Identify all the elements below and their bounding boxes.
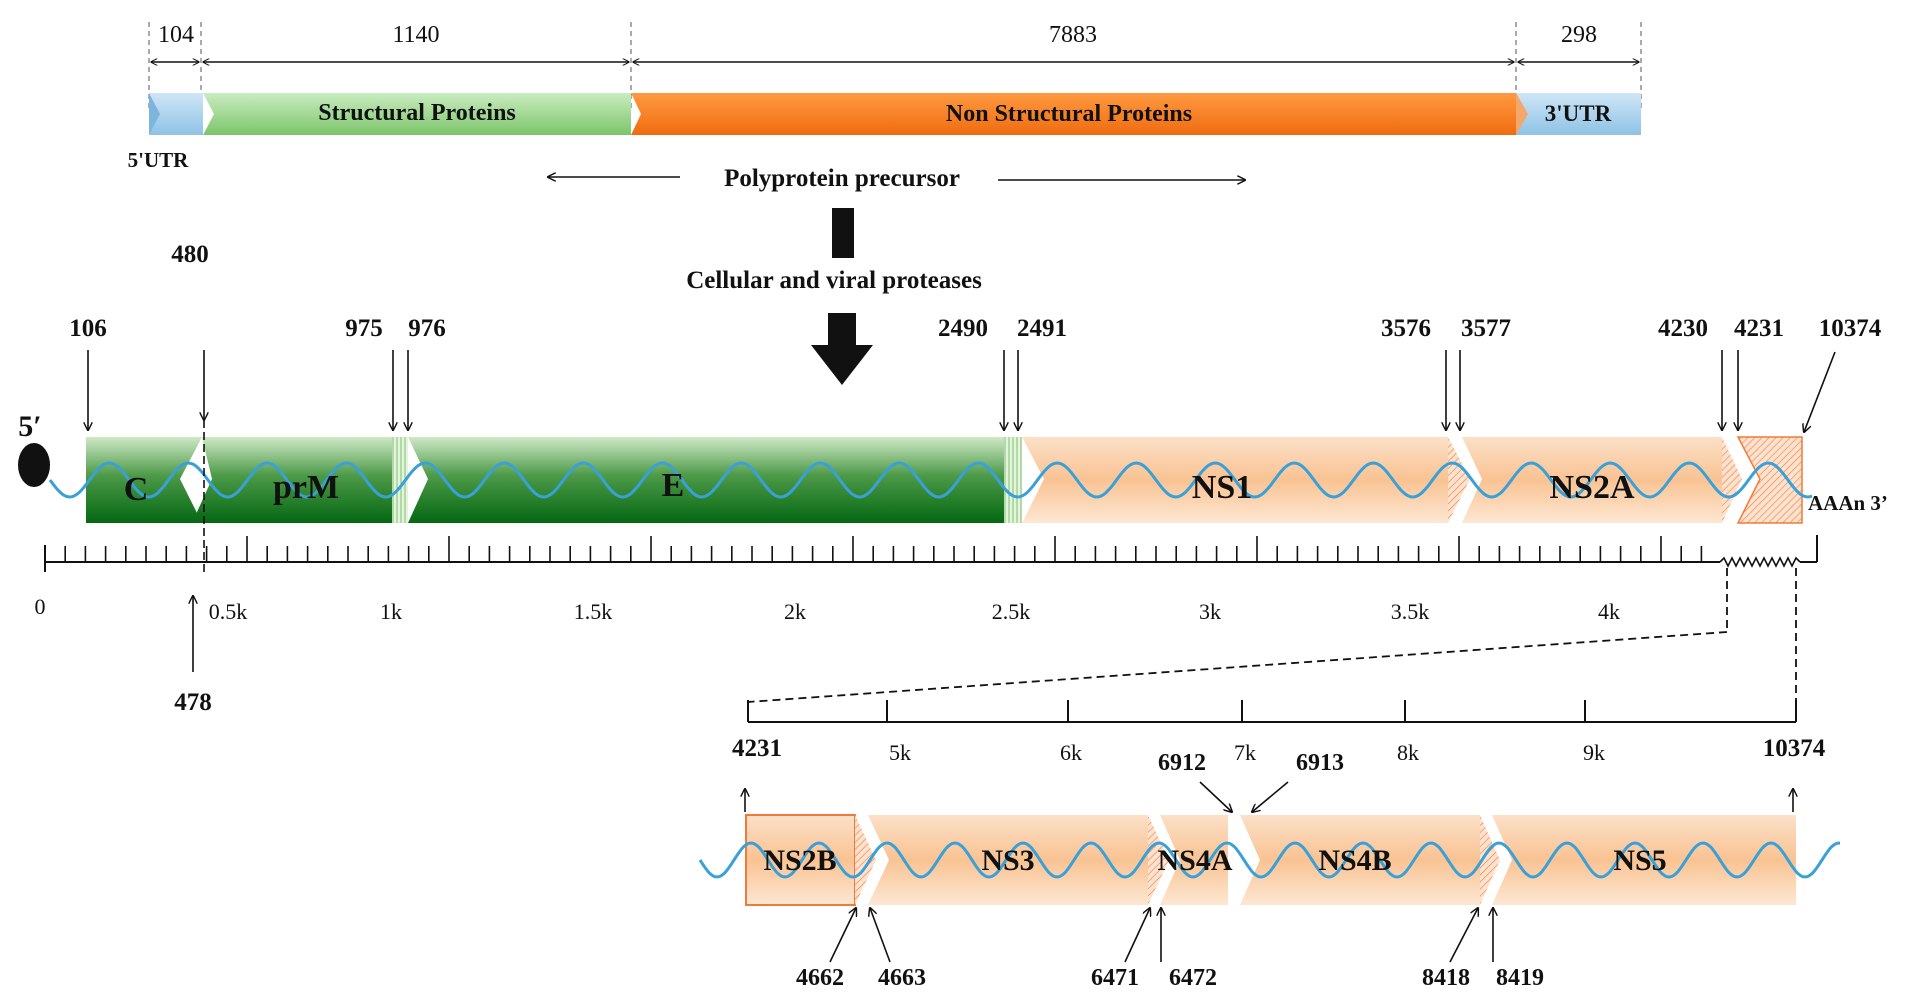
tick-0: 0 [35,594,46,619]
ruler-ticks [64,536,1703,562]
segment-c-label: C [124,471,149,508]
structural-label: Structural Proteins [318,100,516,126]
segment-ns5 [1492,815,1796,905]
pos-4231: 4231 [1734,315,1784,342]
pos-4230: 4230 [1658,315,1708,342]
pos-106: 106 [69,315,107,342]
polyprotein-label: Polyprotein precursor [724,165,960,192]
pos-2490: 2490 [938,315,988,342]
zoom-start: 4231 [732,735,782,762]
pos-2491: 2491 [1017,315,1067,342]
zoom-end: 10374 [1763,735,1826,762]
utr3-segment [1516,93,1641,135]
segment-ns5-label: NS5 [1613,844,1666,877]
cleavage-arrow [1449,908,1478,963]
cleavage-arrow [1804,351,1836,432]
segment-prm [192,437,392,523]
tick-3.5k: 3.5k [1391,599,1430,624]
segment-joint [1148,815,1169,905]
segment-ns4b-label: NS4B [1318,844,1391,877]
process-arrow-shaft [832,208,854,258]
zoom-tick-5k: 5k [889,740,911,765]
pos-480: 480 [171,241,209,268]
pos-4662: 4662 [796,965,844,991]
length-nonstructural: 7883 [1049,22,1097,48]
full-genome-map: 5′ C prM E NS1 NS2A AAAn 3’ 106 [18,241,1888,716]
rna-wave [48,461,1813,499]
poly-a-tail-label: AAAn 3’ [1808,491,1888,515]
segment-joint [1722,437,1742,523]
top-genome-bar: 104 1140 7883 298 Structural Proteins No… [128,22,1642,172]
pos-10374: 10374 [1819,315,1882,342]
cleavage-arrow [829,908,856,963]
segment-ns2a-label: NS2A [1549,469,1634,506]
zoom-tick-9k: 9k [1583,740,1605,765]
length-utr5: 104 [158,22,194,48]
five-prime-cap-icon [18,443,50,487]
segment-ns1-label: NS1 [1192,469,1252,506]
cleavage-arrow [1199,781,1232,812]
segment-ns4b [1240,815,1480,905]
segment-ns4a-label: NS4A [1157,844,1232,877]
pos-8418: 8418 [1422,965,1470,991]
pos-975: 975 [345,315,383,342]
tick-1k: 1k [380,599,402,624]
pos-6912: 6912 [1158,750,1206,776]
segment-ns3-label: NS3 [981,844,1034,877]
rna-wave [698,841,1840,879]
utr5-label: 5'UTR [128,148,190,172]
tick-3k: 3k [1199,599,1221,624]
pos-3577: 3577 [1461,315,1511,342]
nonstructural-segment [631,93,1516,135]
processing-steps: Polyprotein precursor Cellular and viral… [548,165,1245,385]
segment-joint [1004,437,1022,523]
tick-1.5k: 1.5k [574,599,613,624]
segment-joint [1480,815,1500,905]
five-prime-label: 5′ [18,410,41,443]
pos-478: 478 [174,689,212,716]
zoom-ns-region: 4231 10374 5k 6k 7k 8k 9k NS2B NS3 NS4A … [698,700,1840,991]
segment-joint [855,815,876,905]
ruler-break [1719,556,1801,568]
segment-ns3 [868,815,1148,905]
segment-e [408,437,1004,523]
tick-4k: 4k [1598,599,1620,624]
segment-e-label: E [662,467,685,504]
zoom-tick-6k: 6k [1060,740,1082,765]
segment-joint [1516,93,1528,135]
zoom-connector [747,631,1728,703]
length-utr3: 298 [1561,22,1597,48]
segment-ns4a [1160,815,1228,905]
zoom-tick-8k: 8k [1397,740,1419,765]
pos-3576: 3576 [1381,315,1431,342]
segment-joint [392,437,408,523]
zoom-tick-7k: 7k [1234,740,1256,765]
process-arrow-head [811,313,873,385]
pos-976: 976 [408,315,446,342]
segment-ns2b-label: NS2B [763,844,836,877]
pos-6913: 6913 [1296,750,1344,776]
cleavage-arrow [1124,908,1150,963]
segment-joint [1448,437,1470,523]
pos-6472: 6472 [1169,965,1217,991]
cleavage-arrow [870,908,891,963]
tick-2k: 2k [784,599,806,624]
structural-segment [203,93,631,135]
nonstructural-label: Non Structural Proteins [946,101,1192,127]
pos-8419: 8419 [1496,965,1544,991]
proteases-label: Cellular and viral proteases [686,267,982,294]
cleavage-arrow [1252,781,1289,812]
pos-6471: 6471 [1091,965,1139,991]
tick-0.5k: 0.5k [209,599,248,624]
length-structural: 1140 [392,22,439,48]
utr3-label: 3'UTR [1545,101,1612,126]
segment-prm-label: prM [273,469,339,506]
segment-c [86,437,202,523]
pos-4663: 4663 [878,965,926,991]
segment-joint [149,93,160,135]
tick-2.5k: 2.5k [992,599,1031,624]
